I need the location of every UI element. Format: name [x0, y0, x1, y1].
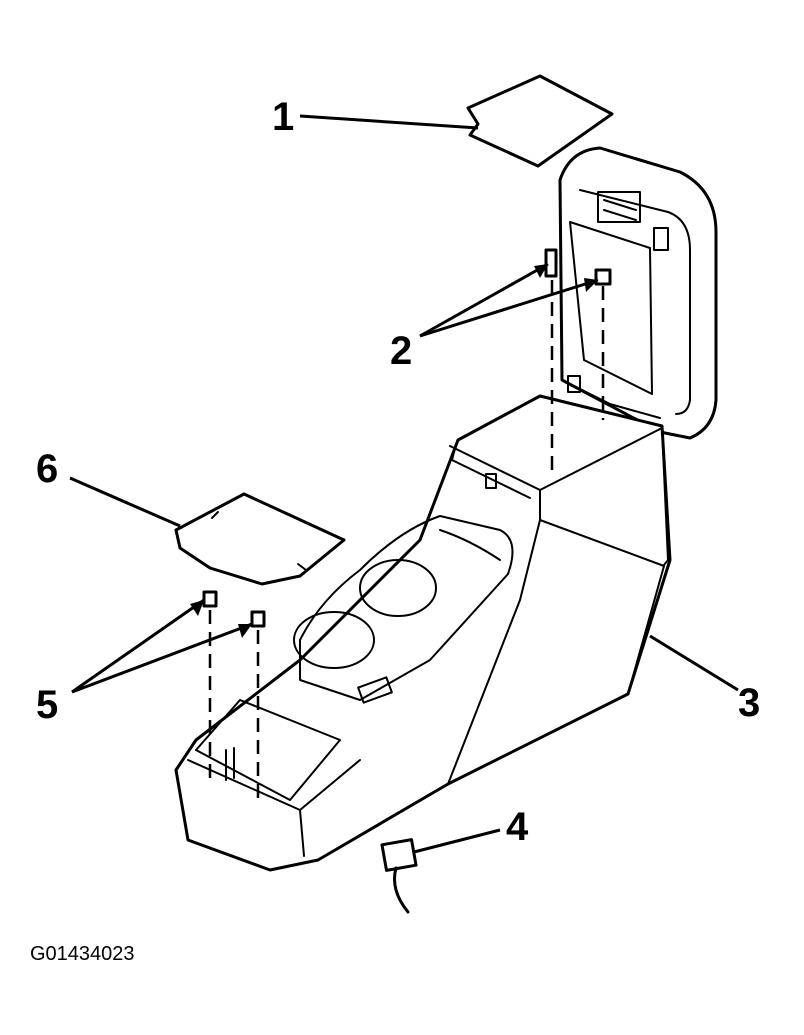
- figure-id: G01434023: [30, 943, 135, 965]
- callout-4: 4: [506, 805, 529, 849]
- part-4-connector: [380, 838, 418, 914]
- callout-6: 6: [36, 447, 58, 491]
- part-2-screws: [544, 248, 612, 474]
- callout-1: 1: [272, 95, 294, 139]
- leader-lines: [69, 114, 739, 854]
- callout-2: 2: [390, 329, 412, 373]
- part-3-console-body: [174, 375, 672, 872]
- part-6-tray-mat: [174, 492, 346, 586]
- callout-3: 3: [738, 681, 760, 725]
- callout-5: 5: [36, 683, 58, 727]
- part-1-armrest-pad: [466, 74, 614, 168]
- part-2-armrest-lid: [558, 146, 718, 440]
